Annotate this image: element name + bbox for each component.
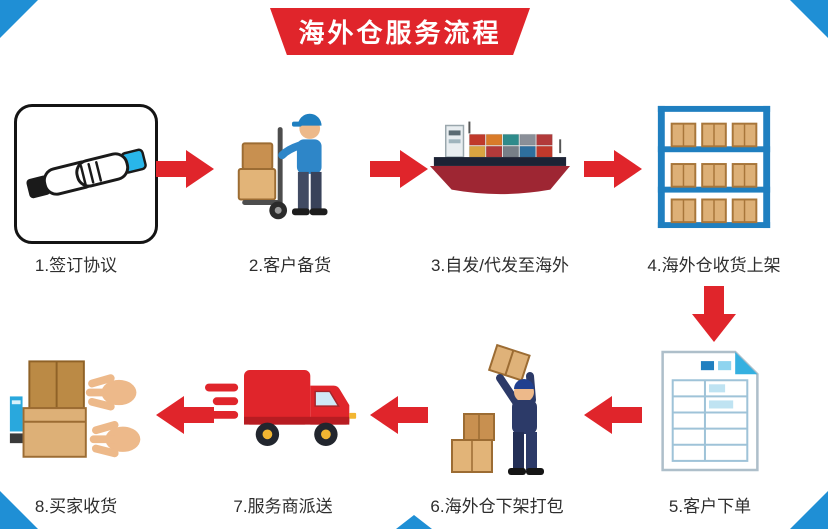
cargo-ship-icon	[426, 112, 574, 214]
corner-accent-top-left-icon	[0, 0, 38, 38]
step-label-3: 3.自发/代发至海外	[431, 256, 569, 275]
order-form-icon	[654, 348, 766, 474]
bottom-center-accent-icon	[396, 515, 432, 529]
arrow-left-icon	[370, 396, 428, 434]
corner-accent-bottom-right-icon	[790, 491, 828, 529]
step-label-4: 4.海外仓收货上架	[647, 256, 781, 275]
delivery-truck-icon	[205, 356, 361, 462]
step-label-5: 5.客户下单	[668, 497, 752, 516]
arrow-left-icon	[584, 396, 642, 434]
arrow-right-icon	[156, 150, 214, 188]
arrow-down-icon	[692, 286, 736, 342]
step-label-7: 7.服务商派送	[233, 497, 333, 516]
page-title: 海外仓服务流程	[298, 18, 502, 48]
title-banner: 海外仓服务流程	[270, 8, 530, 55]
step-label-8: 8.买家收货	[34, 497, 118, 516]
worker-cart-icon	[226, 98, 356, 236]
handshake-icon	[14, 104, 158, 244]
warehouse-rack-icon	[650, 102, 778, 230]
worker-packing-icon	[430, 342, 564, 484]
step-label-6: 6.海外仓下架打包	[430, 497, 564, 516]
corner-accent-top-right-icon	[790, 0, 828, 38]
receive-goods-icon	[6, 348, 152, 476]
step-label-2: 2.客户备货	[248, 256, 332, 275]
step-label-1: 1.签订协议	[34, 256, 118, 275]
arrow-right-icon	[584, 150, 642, 188]
arrow-left-icon	[156, 396, 214, 434]
arrow-right-icon	[370, 150, 428, 188]
